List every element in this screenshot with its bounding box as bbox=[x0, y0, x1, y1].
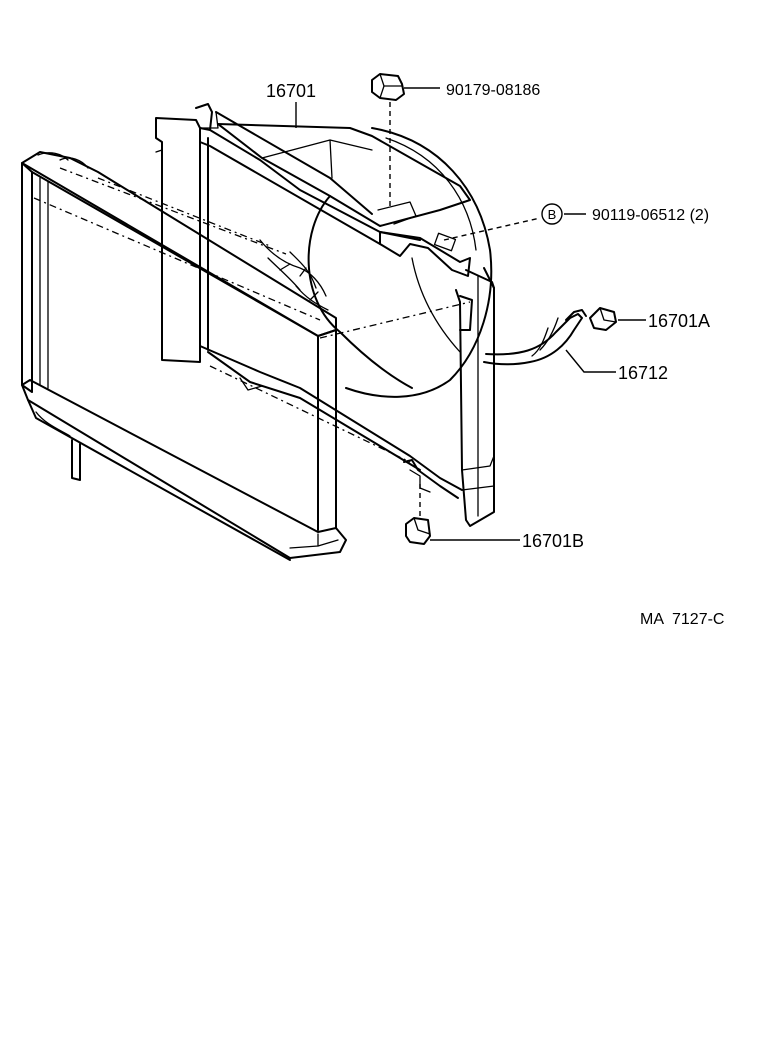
callout-clip-top: 90179-08186 bbox=[446, 82, 540, 99]
callout-grommet-a: 16701A bbox=[648, 311, 710, 331]
bolt-b-marker: B bbox=[541, 203, 563, 225]
callout-hose: 16712 bbox=[618, 363, 668, 383]
grommet-b-part bbox=[405, 517, 431, 545]
callout-grommet-b: 16701B bbox=[522, 531, 584, 551]
radiator bbox=[21, 151, 347, 561]
bolt-install-line bbox=[443, 217, 541, 241]
fan-shroud bbox=[155, 103, 495, 527]
clip-part bbox=[371, 73, 405, 101]
leader-lines bbox=[295, 87, 646, 541]
alignment-lines bbox=[33, 167, 471, 463]
bolt-b-marker-label: B bbox=[548, 207, 557, 222]
grommet-a-part bbox=[589, 307, 617, 331]
callout-shroud: 16701 bbox=[266, 81, 316, 101]
callout-bolt-b: 90119-06512 (2) bbox=[592, 207, 709, 224]
figure-code: MA 7127-C bbox=[640, 611, 724, 628]
hose-part bbox=[483, 309, 587, 366]
